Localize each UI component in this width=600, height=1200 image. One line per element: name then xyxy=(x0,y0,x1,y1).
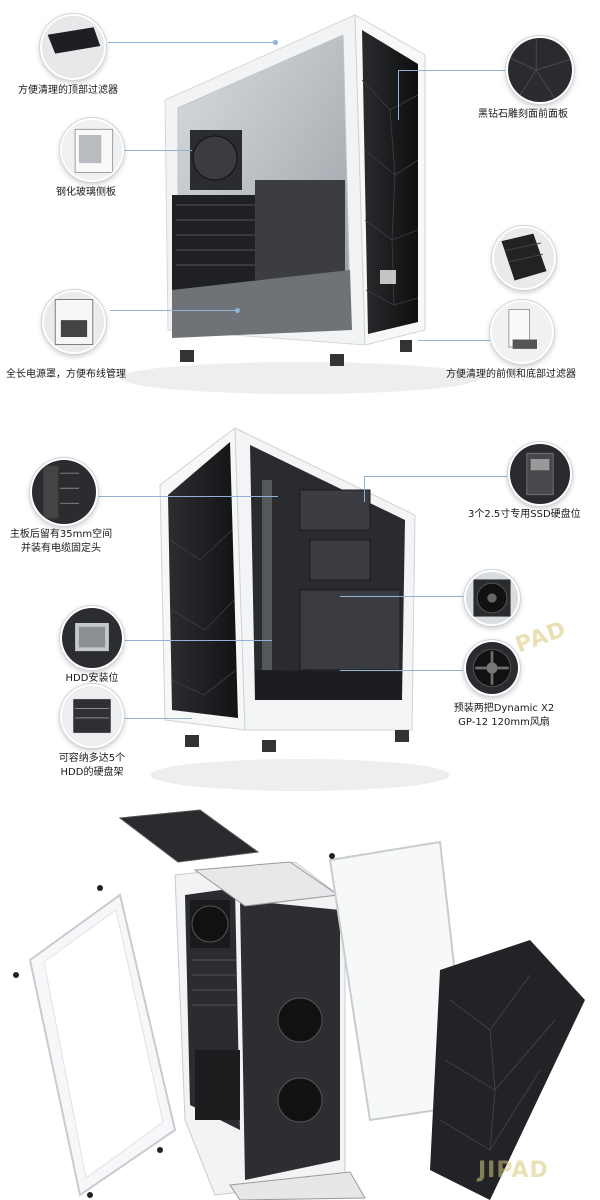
rear-view-section: 主板后留有35mm空间 并装有电缆固定头 HDD安装位 可容纳多达5个 HDD的… xyxy=(0,400,600,800)
label-hdd-cage-2: HDD的硬盘架 xyxy=(60,767,124,778)
connector-ssd-v xyxy=(364,476,365,502)
hdd-cage-thumbnail xyxy=(60,684,124,748)
connector-fan2 xyxy=(340,670,464,671)
connector-rear-space xyxy=(98,496,278,497)
connector-fan1 xyxy=(340,596,464,597)
fan1-thumbnail xyxy=(464,570,520,626)
case-rear-illustration xyxy=(150,427,450,791)
connector-dot xyxy=(273,40,278,45)
connector-hdd-mount xyxy=(112,640,272,641)
front-panel-thumbnail xyxy=(506,36,574,104)
fan2-thumbnail xyxy=(464,640,520,696)
watermark-text-bottom: JIPAD xyxy=(478,1158,549,1183)
label-hdd-mount: HDD安装位 xyxy=(65,673,119,684)
case-front-illustration xyxy=(120,14,480,394)
connector-top-filter xyxy=(108,42,276,43)
label-ssd-bays: 3个2.5寸专用SSD硬盘位 xyxy=(468,509,581,520)
label-front-bottom-filter: 方便清理的前侧和底部过滤器 xyxy=(446,369,576,380)
front-filter-thumbnail xyxy=(492,226,556,290)
label-top-filter: 方便清理的顶部过滤器 xyxy=(18,85,118,96)
exploded-view-section: JIPAD xyxy=(0,800,600,1200)
connector-psu xyxy=(110,310,238,311)
connector-bottom xyxy=(418,340,490,341)
label-diamond-front: 黑钻石雕刻面前面板 xyxy=(478,109,568,120)
front-view-section: 方便清理的顶部过滤器 钢化玻璃侧板 全长电源罩，方便布线管理 黑钻石雕刻面前面板… xyxy=(0,0,600,400)
psu-shroud-thumbnail xyxy=(42,290,106,354)
connector-hdd-cage xyxy=(112,718,192,719)
bottom-filter-thumbnail xyxy=(490,300,554,364)
hdd-mount-thumbnail xyxy=(60,606,124,670)
label-psu-shroud: 全长电源罩，方便布线管理 xyxy=(6,369,126,380)
connector-glass xyxy=(124,150,192,151)
connector-ssd xyxy=(364,476,508,477)
label-rear-space-1: 主板后留有35mm空间 xyxy=(9,529,113,540)
label-hdd-cage-1: 可容纳多达5个 xyxy=(58,753,126,764)
connector-front-v xyxy=(398,70,399,120)
label-rear-space-2: 并装有电缆固定头 xyxy=(21,543,101,554)
case-exploded-illustration xyxy=(13,809,585,1200)
ssd-bay-thumbnail xyxy=(508,442,572,506)
label-fans-2: GP-12 120mm风扇 xyxy=(458,717,550,728)
top-filter-thumbnail xyxy=(40,14,106,80)
glass-panel-thumbnail xyxy=(60,118,124,182)
label-tempered-glass: 钢化玻璃侧板 xyxy=(56,187,116,198)
label-fans-1: 预装两把Dynamic X2 xyxy=(453,703,555,714)
connector-dot xyxy=(235,308,240,313)
connector-front xyxy=(398,70,508,71)
rear-cable-thumbnail xyxy=(30,458,98,526)
